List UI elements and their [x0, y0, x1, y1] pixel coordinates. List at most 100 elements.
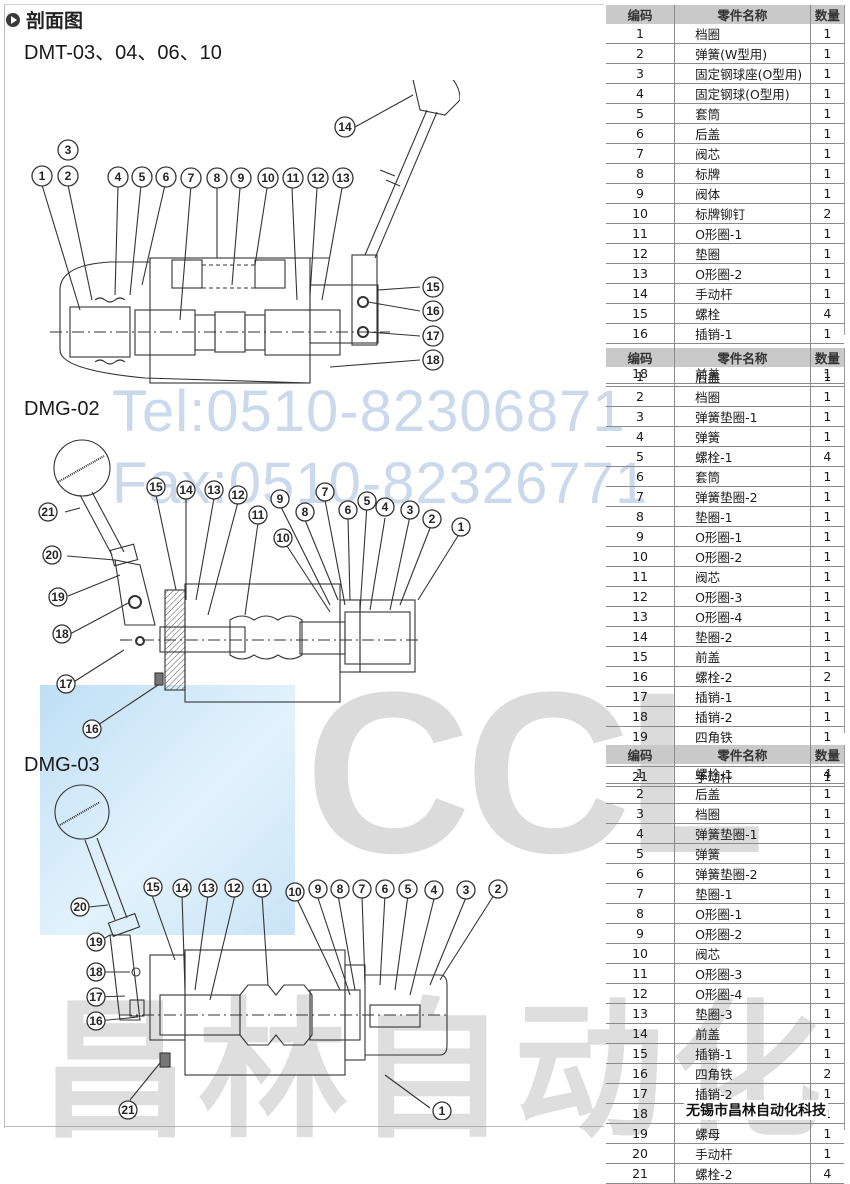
part-name: 弹簧(W型用)	[674, 43, 811, 64]
part-name: O形圈-1	[674, 903, 811, 924]
part-number: 19	[606, 1123, 676, 1144]
callout-8: 8	[330, 879, 350, 899]
callout-17: 17	[422, 325, 444, 347]
part-qty: 1	[810, 546, 844, 567]
section-title: 剖面图	[6, 6, 83, 33]
part-number: 20	[606, 1143, 676, 1164]
svg-text:15: 15	[146, 880, 160, 894]
part-qty: 1	[810, 123, 844, 144]
part-qty: 1	[810, 1043, 844, 1064]
svg-text:18: 18	[89, 965, 103, 979]
callout-3: 3	[456, 880, 476, 900]
part-qty: 1	[810, 386, 844, 407]
part-number: 6	[606, 466, 676, 487]
part-number: 13	[606, 263, 676, 284]
callout-13: 13	[204, 480, 224, 500]
svg-text:6: 6	[163, 170, 170, 184]
part-number: 17	[606, 1083, 676, 1104]
watermark-logo-blue	[40, 685, 295, 935]
callout-14: 14	[334, 116, 356, 138]
dmt-section-diagram: 1 2 3 4 5 6 7 8 9 10 11 12 13 14 15 16 1…	[31, 80, 460, 384]
part-qty: 2	[810, 1063, 844, 1084]
part-number: 10	[606, 546, 676, 567]
table-right-border	[844, 5, 845, 335]
callout-15: 15	[143, 877, 163, 897]
part-qty: 1	[810, 626, 844, 647]
svg-text:2: 2	[65, 169, 72, 183]
header-qty: 数量	[810, 5, 844, 24]
callout-8: 8	[206, 167, 228, 189]
part-qty: 1	[810, 406, 844, 427]
svg-text:1: 1	[439, 1104, 446, 1118]
part-name: 固定钢球(O型用)	[674, 83, 811, 104]
part-name: 阀体	[674, 183, 811, 204]
header-name: 零件名称	[674, 745, 811, 764]
callout-8: 8	[295, 502, 315, 522]
part-number: 10	[606, 943, 676, 964]
callout-11: 11	[248, 505, 268, 525]
header-no: 编码	[606, 745, 676, 764]
part-qty: 1	[810, 24, 844, 44]
part-qty: 1	[810, 83, 844, 104]
part-qty: 1	[810, 243, 844, 264]
part-number: 1	[606, 24, 676, 44]
callout-1: 1	[451, 517, 471, 537]
callout-11: 11	[252, 878, 272, 898]
part-qty: 1	[810, 903, 844, 924]
part-number: 18	[606, 1103, 676, 1124]
svg-text:20: 20	[45, 548, 59, 562]
part-number: 2	[606, 386, 676, 407]
callout-3: 3	[400, 500, 420, 520]
part-name: 档圈	[674, 803, 811, 824]
svg-text:9: 9	[277, 492, 284, 506]
svg-text:9: 9	[238, 171, 245, 185]
part-qty: 1	[810, 103, 844, 124]
callout-12: 12	[224, 878, 244, 898]
callout-18: 18	[52, 624, 72, 644]
part-number: 9	[606, 526, 676, 547]
part-number: 10	[606, 203, 676, 224]
svg-text:5: 5	[139, 170, 146, 184]
callout-4: 4	[375, 497, 395, 517]
part-qty: 1	[810, 923, 844, 944]
frame-top-border	[4, 4, 604, 5]
part-qty: 1	[810, 783, 844, 804]
part-qty: 4	[810, 446, 844, 467]
part-name: 螺栓-2	[674, 1163, 811, 1184]
callout-4: 4	[107, 166, 129, 188]
part-qty: 4	[810, 1163, 844, 1184]
part-name: O形圈-1	[674, 223, 811, 244]
callout-13: 13	[332, 167, 354, 189]
svg-text:14: 14	[179, 483, 193, 497]
part-number: 8	[606, 903, 676, 924]
part-qty: 1	[810, 263, 844, 284]
callout-20: 20	[42, 545, 62, 565]
svg-text:18: 18	[55, 627, 69, 641]
part-name: 螺栓-1	[674, 446, 811, 467]
header-qty: 数量	[810, 745, 844, 764]
svg-text:19: 19	[89, 935, 103, 949]
watermark-tel: Tel:0510-82306871	[112, 379, 626, 444]
part-qty: 1	[810, 526, 844, 547]
svg-text:6: 6	[345, 503, 352, 517]
part-name: 螺栓	[674, 303, 811, 324]
table-right-border	[844, 745, 845, 1130]
part-number: 5	[606, 103, 676, 124]
dmt-callouts: 1 2 3 4 5 6 7 8 9 10 11 12 13 14 15 16 1…	[31, 116, 444, 371]
